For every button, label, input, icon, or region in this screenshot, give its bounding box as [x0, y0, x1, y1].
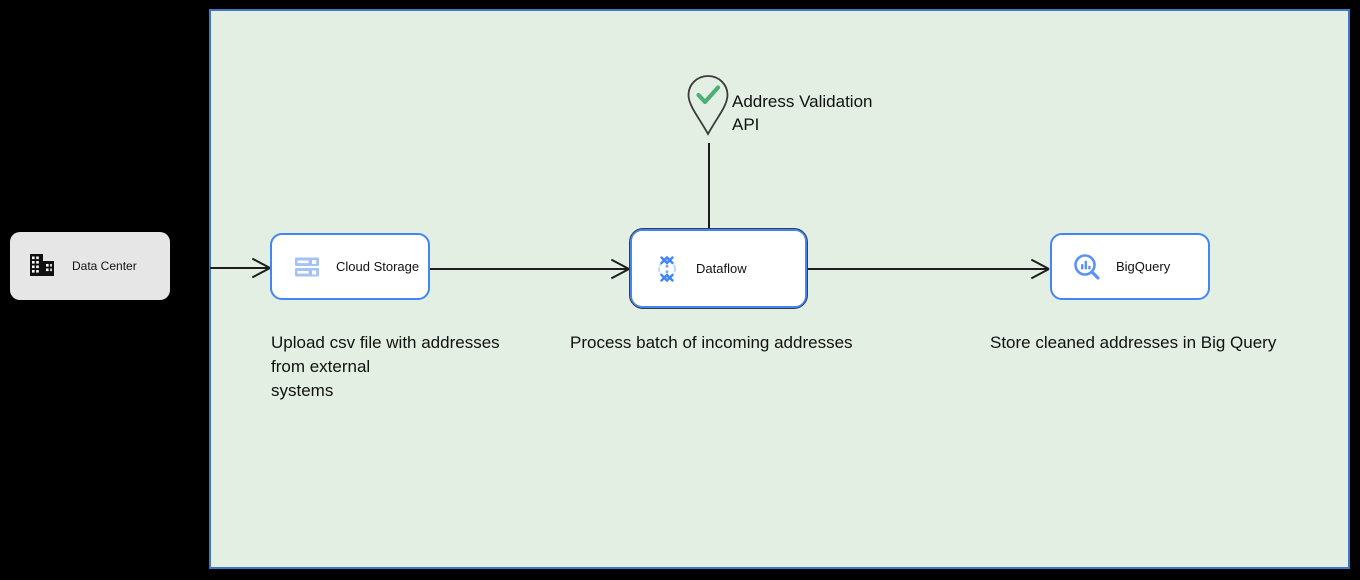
- node-data-center[interactable]: Data Center: [10, 232, 170, 300]
- dataflow-icon: [652, 254, 682, 284]
- connector-api-to-dataflow[interactable]: [708, 143, 710, 229]
- cloud-storage-icon: [292, 252, 322, 282]
- caption-store-cleaned: Store cleaned addresses in Big Query: [990, 333, 1277, 352]
- node-label-dataflow: Dataflow: [696, 261, 747, 276]
- node-label-address-validation-api: Address Validation API: [732, 92, 873, 134]
- node-label-data-center: Data Center: [72, 259, 137, 273]
- caption-upload-csv: Upload csv file with addresses from exte…: [271, 333, 500, 400]
- bigquery-magnifier-icon: [1072, 252, 1102, 282]
- node-label-cloud-storage: Cloud Storage: [336, 259, 420, 274]
- node-address-validation-api[interactable]: Address Validation API: [684, 72, 964, 148]
- node-cloud-storage[interactable]: Cloud Storage: [270, 233, 430, 300]
- node-label-bigquery: BigQuery: [1116, 259, 1171, 274]
- caption-process-batch: Process batch of incoming addresses: [570, 333, 853, 352]
- arrow-head-into-dataflow: [607, 258, 630, 280]
- connector-dataflow-to-bigquery[interactable]: [808, 268, 1048, 270]
- connector-cloud-storage-to-dataflow[interactable]: [430, 268, 628, 270]
- arrow-head-into-cloud-storage: [248, 257, 271, 279]
- map-pin-check-icon: [684, 72, 732, 142]
- node-dataflow[interactable]: Dataflow: [630, 229, 807, 308]
- connector-data-center-to-cloud-storage[interactable]: [210, 267, 268, 269]
- office-building-icon: [28, 251, 58, 281]
- node-bigquery[interactable]: BigQuery: [1050, 233, 1210, 300]
- arrow-head-into-bigquery: [1027, 258, 1050, 280]
